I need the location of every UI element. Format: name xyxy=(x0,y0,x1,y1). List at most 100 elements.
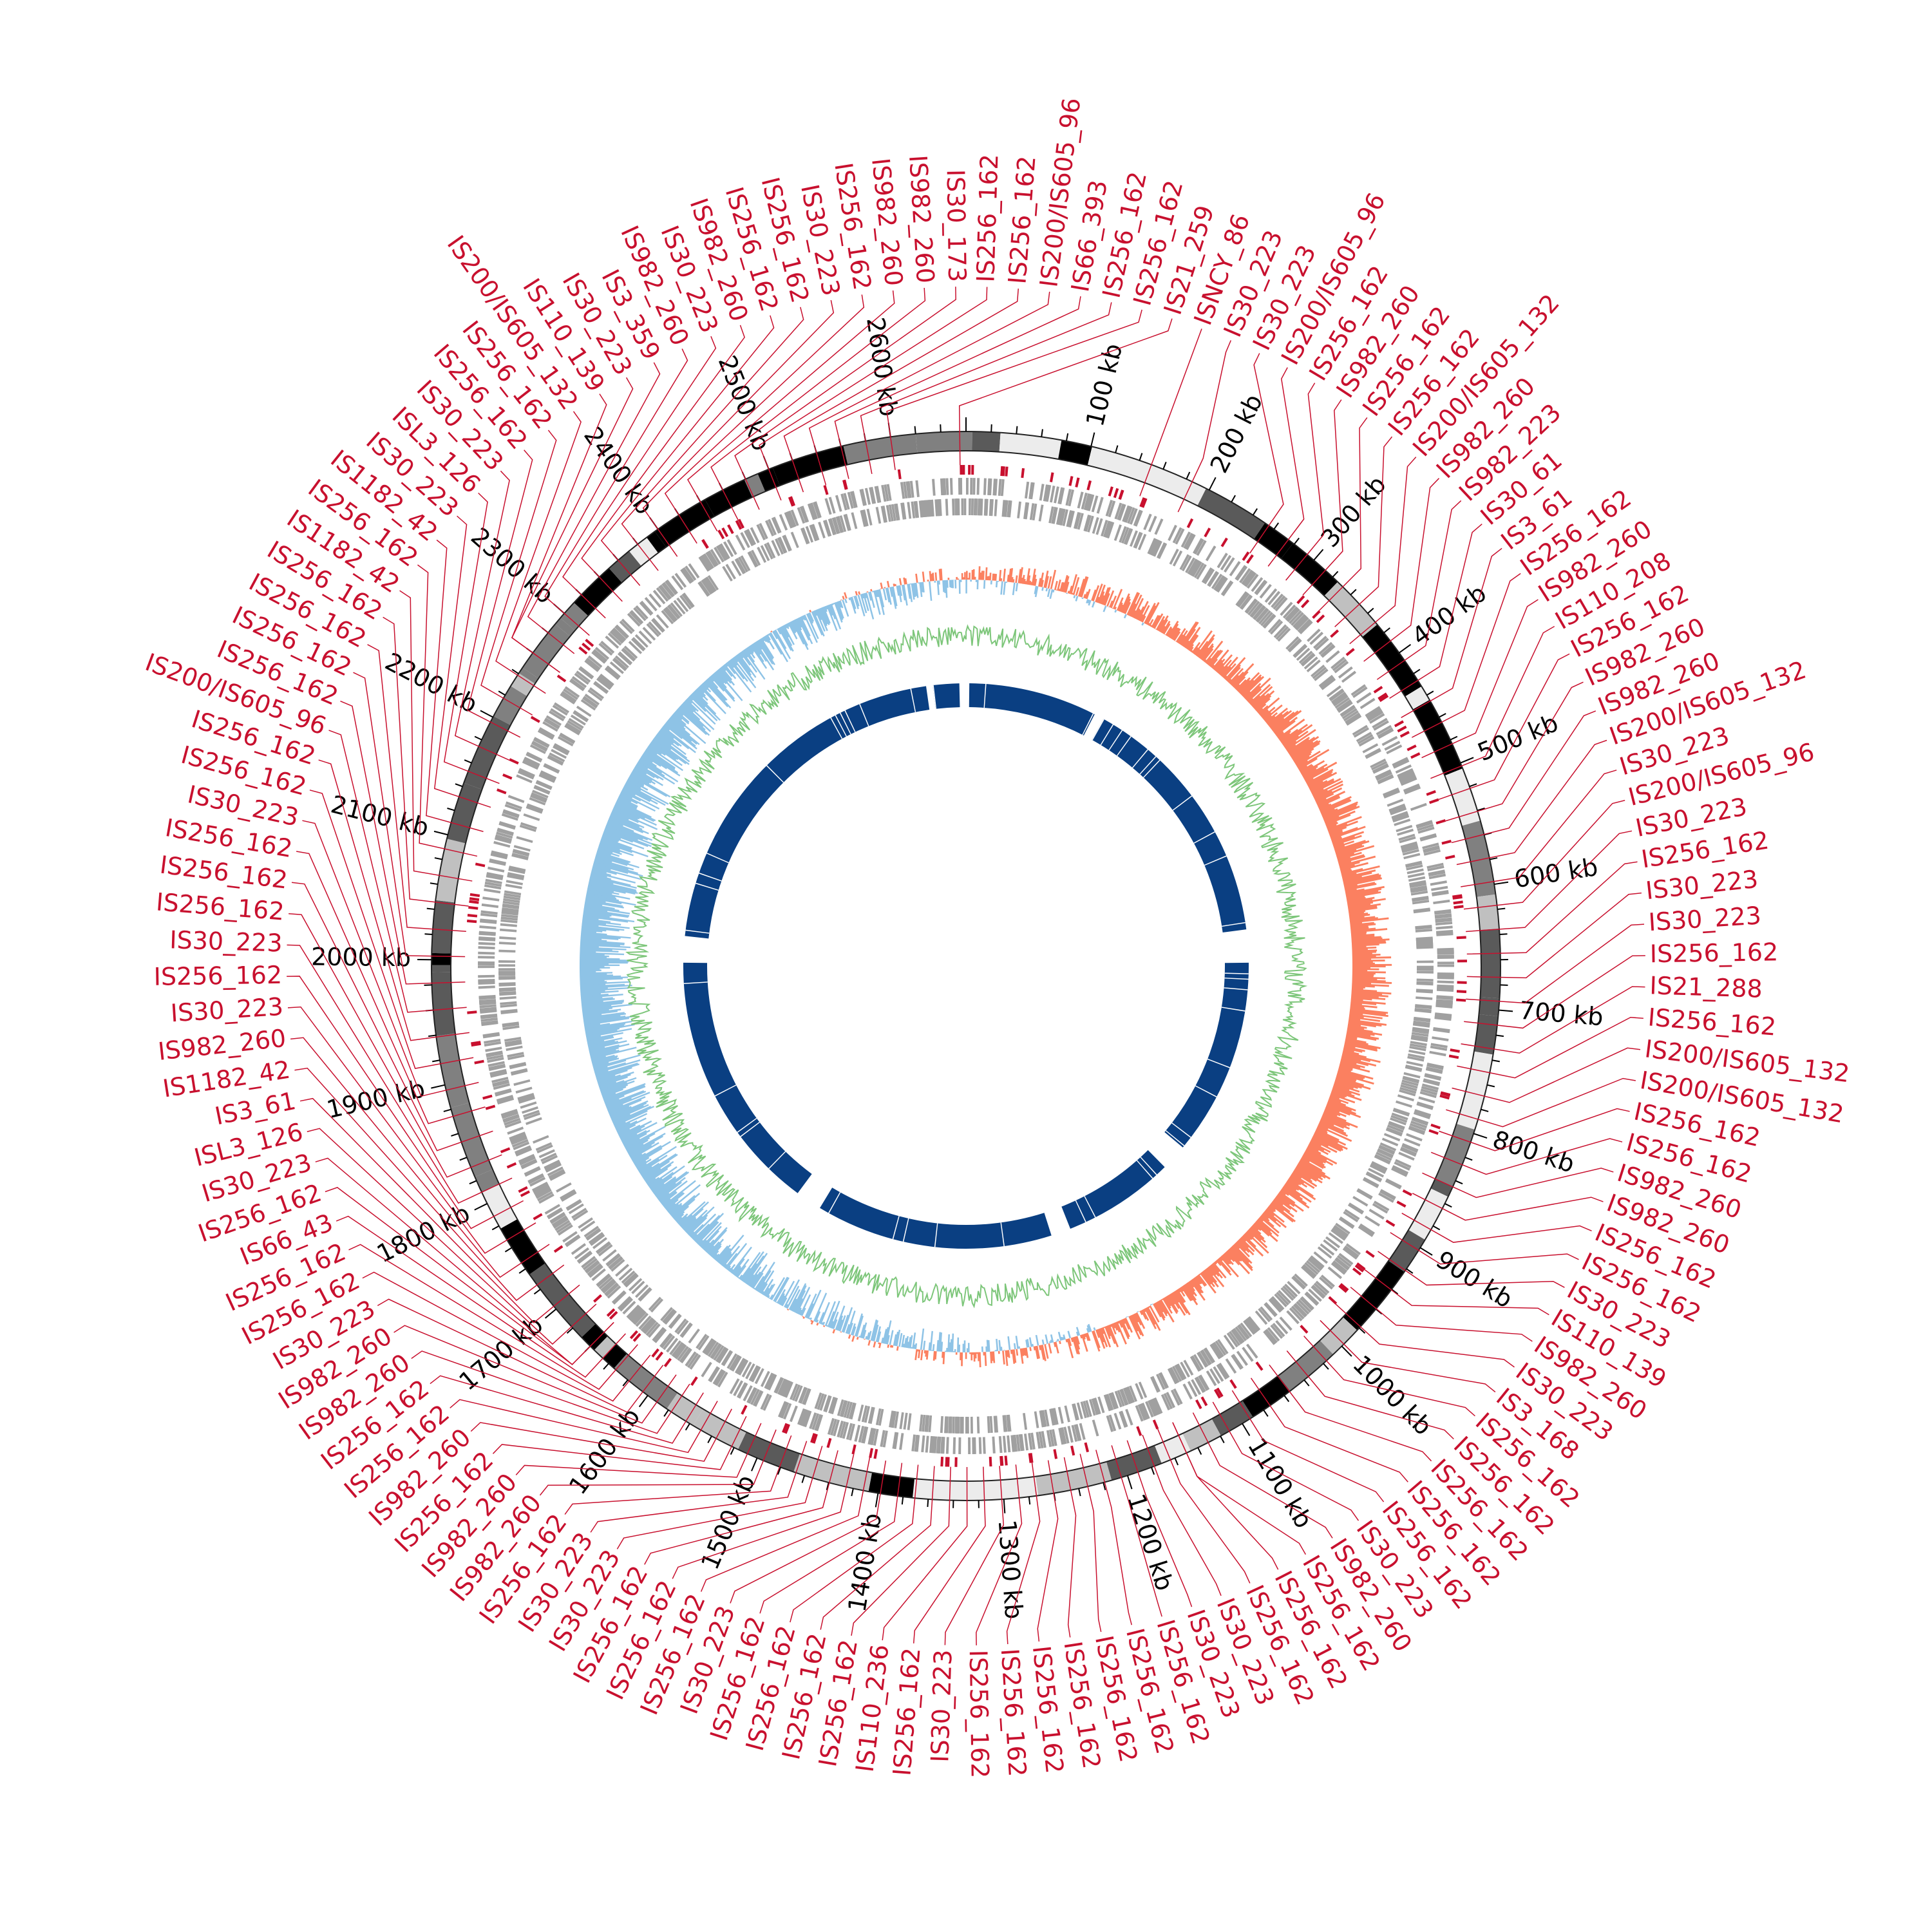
gc-skew-bar xyxy=(603,1085,646,1103)
gene-feature xyxy=(1119,1411,1127,1428)
gene-feature xyxy=(705,576,717,592)
gc-skew-bar xyxy=(1123,1318,1130,1330)
gc-skew-bar xyxy=(1343,876,1381,886)
gene-feature xyxy=(1300,1296,1314,1310)
gc-skew-bar xyxy=(962,1343,965,1352)
gc-skew-bar xyxy=(828,1300,840,1328)
gc-skew-bar xyxy=(1197,1274,1208,1286)
insertion-mark xyxy=(1345,648,1355,656)
gc-skew-bar xyxy=(1208,649,1222,666)
gene-feature xyxy=(886,484,892,501)
gene-feature xyxy=(646,623,659,638)
gc-skew-bar xyxy=(737,653,757,678)
gene-feature xyxy=(748,551,759,567)
gc-skew-bar xyxy=(946,1347,948,1352)
gc-skew-bar xyxy=(582,915,629,923)
gene-feature xyxy=(1356,1189,1372,1200)
insertion-mark xyxy=(469,893,480,897)
gc-skew-bar xyxy=(599,843,634,857)
gene-feature xyxy=(960,1416,963,1434)
gene-feature xyxy=(541,1155,558,1164)
insertion-leader-line xyxy=(1439,1108,1630,1151)
gene-feature xyxy=(1137,1404,1146,1421)
insertion-mark xyxy=(1356,1262,1366,1271)
gc-skew-bar xyxy=(675,1213,685,1222)
gc-skew-bar xyxy=(1184,627,1201,649)
gc-skew-bar xyxy=(734,1267,742,1276)
gene-feature xyxy=(970,1416,973,1434)
gc-skew-bar xyxy=(580,946,627,951)
insertion-leader-line xyxy=(318,759,470,1041)
gc-skew-bar xyxy=(1082,1334,1086,1340)
gc-skew-bar xyxy=(1041,587,1044,591)
gene-feature xyxy=(498,968,516,971)
tick-mark xyxy=(777,1467,781,1475)
gc-skew-bar xyxy=(1075,1331,1079,1336)
gene-feature xyxy=(875,486,882,503)
gene-feature xyxy=(911,1434,916,1452)
gene-feature xyxy=(846,1401,853,1419)
insertion-mark xyxy=(1456,990,1467,994)
gene-feature xyxy=(1436,933,1454,936)
gc-skew-bar xyxy=(1314,787,1343,802)
gene-feature xyxy=(1081,492,1088,510)
gene-feature xyxy=(557,736,574,747)
gc-skew-bar xyxy=(641,1153,677,1177)
gc-skew-bar xyxy=(1350,917,1389,924)
insertion-mark xyxy=(812,1434,818,1444)
gene-feature xyxy=(509,1061,526,1068)
ideogram-band xyxy=(868,1472,915,1498)
gc-skew-bar xyxy=(1073,594,1076,599)
tick-mark xyxy=(1065,433,1069,441)
gc-skew-bar xyxy=(598,1071,634,1085)
gene-feature xyxy=(546,1207,563,1218)
insertion-leader-line xyxy=(1457,1016,1643,1079)
gene-feature xyxy=(1097,1396,1105,1414)
gc-skew-bar xyxy=(644,1160,674,1182)
tick-mark xyxy=(1197,1447,1202,1455)
gc-skew-bar xyxy=(1075,1336,1081,1345)
gene-feature xyxy=(504,890,522,896)
gc-skew-bar xyxy=(1009,568,1014,583)
gc-skew-bar xyxy=(1340,864,1355,870)
gc-skew-bar xyxy=(1289,735,1320,757)
gc-skew-bar xyxy=(829,1321,835,1329)
gc-skew-bar xyxy=(715,670,727,685)
gc-skew-bar xyxy=(1282,729,1303,745)
gene-feature xyxy=(998,1435,1003,1454)
tick-mark xyxy=(1419,1247,1433,1256)
gc-skew-bar xyxy=(932,1344,935,1351)
gene-feature xyxy=(1368,1208,1385,1220)
gc-skew-bar xyxy=(848,1322,853,1335)
gc-skew-bar xyxy=(1044,1344,1049,1359)
gc-skew-bar xyxy=(1144,1308,1157,1330)
gene-feature xyxy=(1298,620,1312,634)
gc-skew-bar xyxy=(1109,1324,1112,1327)
gene-feature xyxy=(854,1425,861,1442)
gc-skew-bar xyxy=(1252,1224,1259,1231)
gene-feature xyxy=(1362,743,1379,753)
gene-feature xyxy=(886,505,891,522)
gene-feature xyxy=(1147,1400,1157,1417)
gene-feature xyxy=(985,498,989,516)
tick-mark xyxy=(1151,1467,1155,1475)
gc-skew-bar xyxy=(1270,717,1285,730)
gc-skew-bar xyxy=(1049,589,1054,600)
gc-skew-bar xyxy=(1243,690,1251,699)
gene-feature xyxy=(626,1304,640,1319)
gene-feature xyxy=(980,498,983,516)
gene-feature xyxy=(630,1308,644,1323)
insertion-leader-line xyxy=(1466,923,1645,1004)
gc-skew-bar xyxy=(660,728,674,739)
insertion-label: IS256_162 xyxy=(1003,155,1041,285)
gc-skew-bar xyxy=(1333,842,1345,848)
gc-skew-bar xyxy=(1098,1328,1105,1343)
ideogram-band xyxy=(1320,1317,1358,1355)
gene-feature xyxy=(517,1093,535,1100)
insertion-leader-line xyxy=(1006,1463,1041,1645)
gc-skew-bar xyxy=(618,1128,630,1135)
gene-feature xyxy=(549,1211,565,1223)
tick-label: 2100 kb xyxy=(328,790,431,842)
gc-skew-bar xyxy=(967,1343,970,1352)
gc-skew-bar xyxy=(748,646,754,654)
